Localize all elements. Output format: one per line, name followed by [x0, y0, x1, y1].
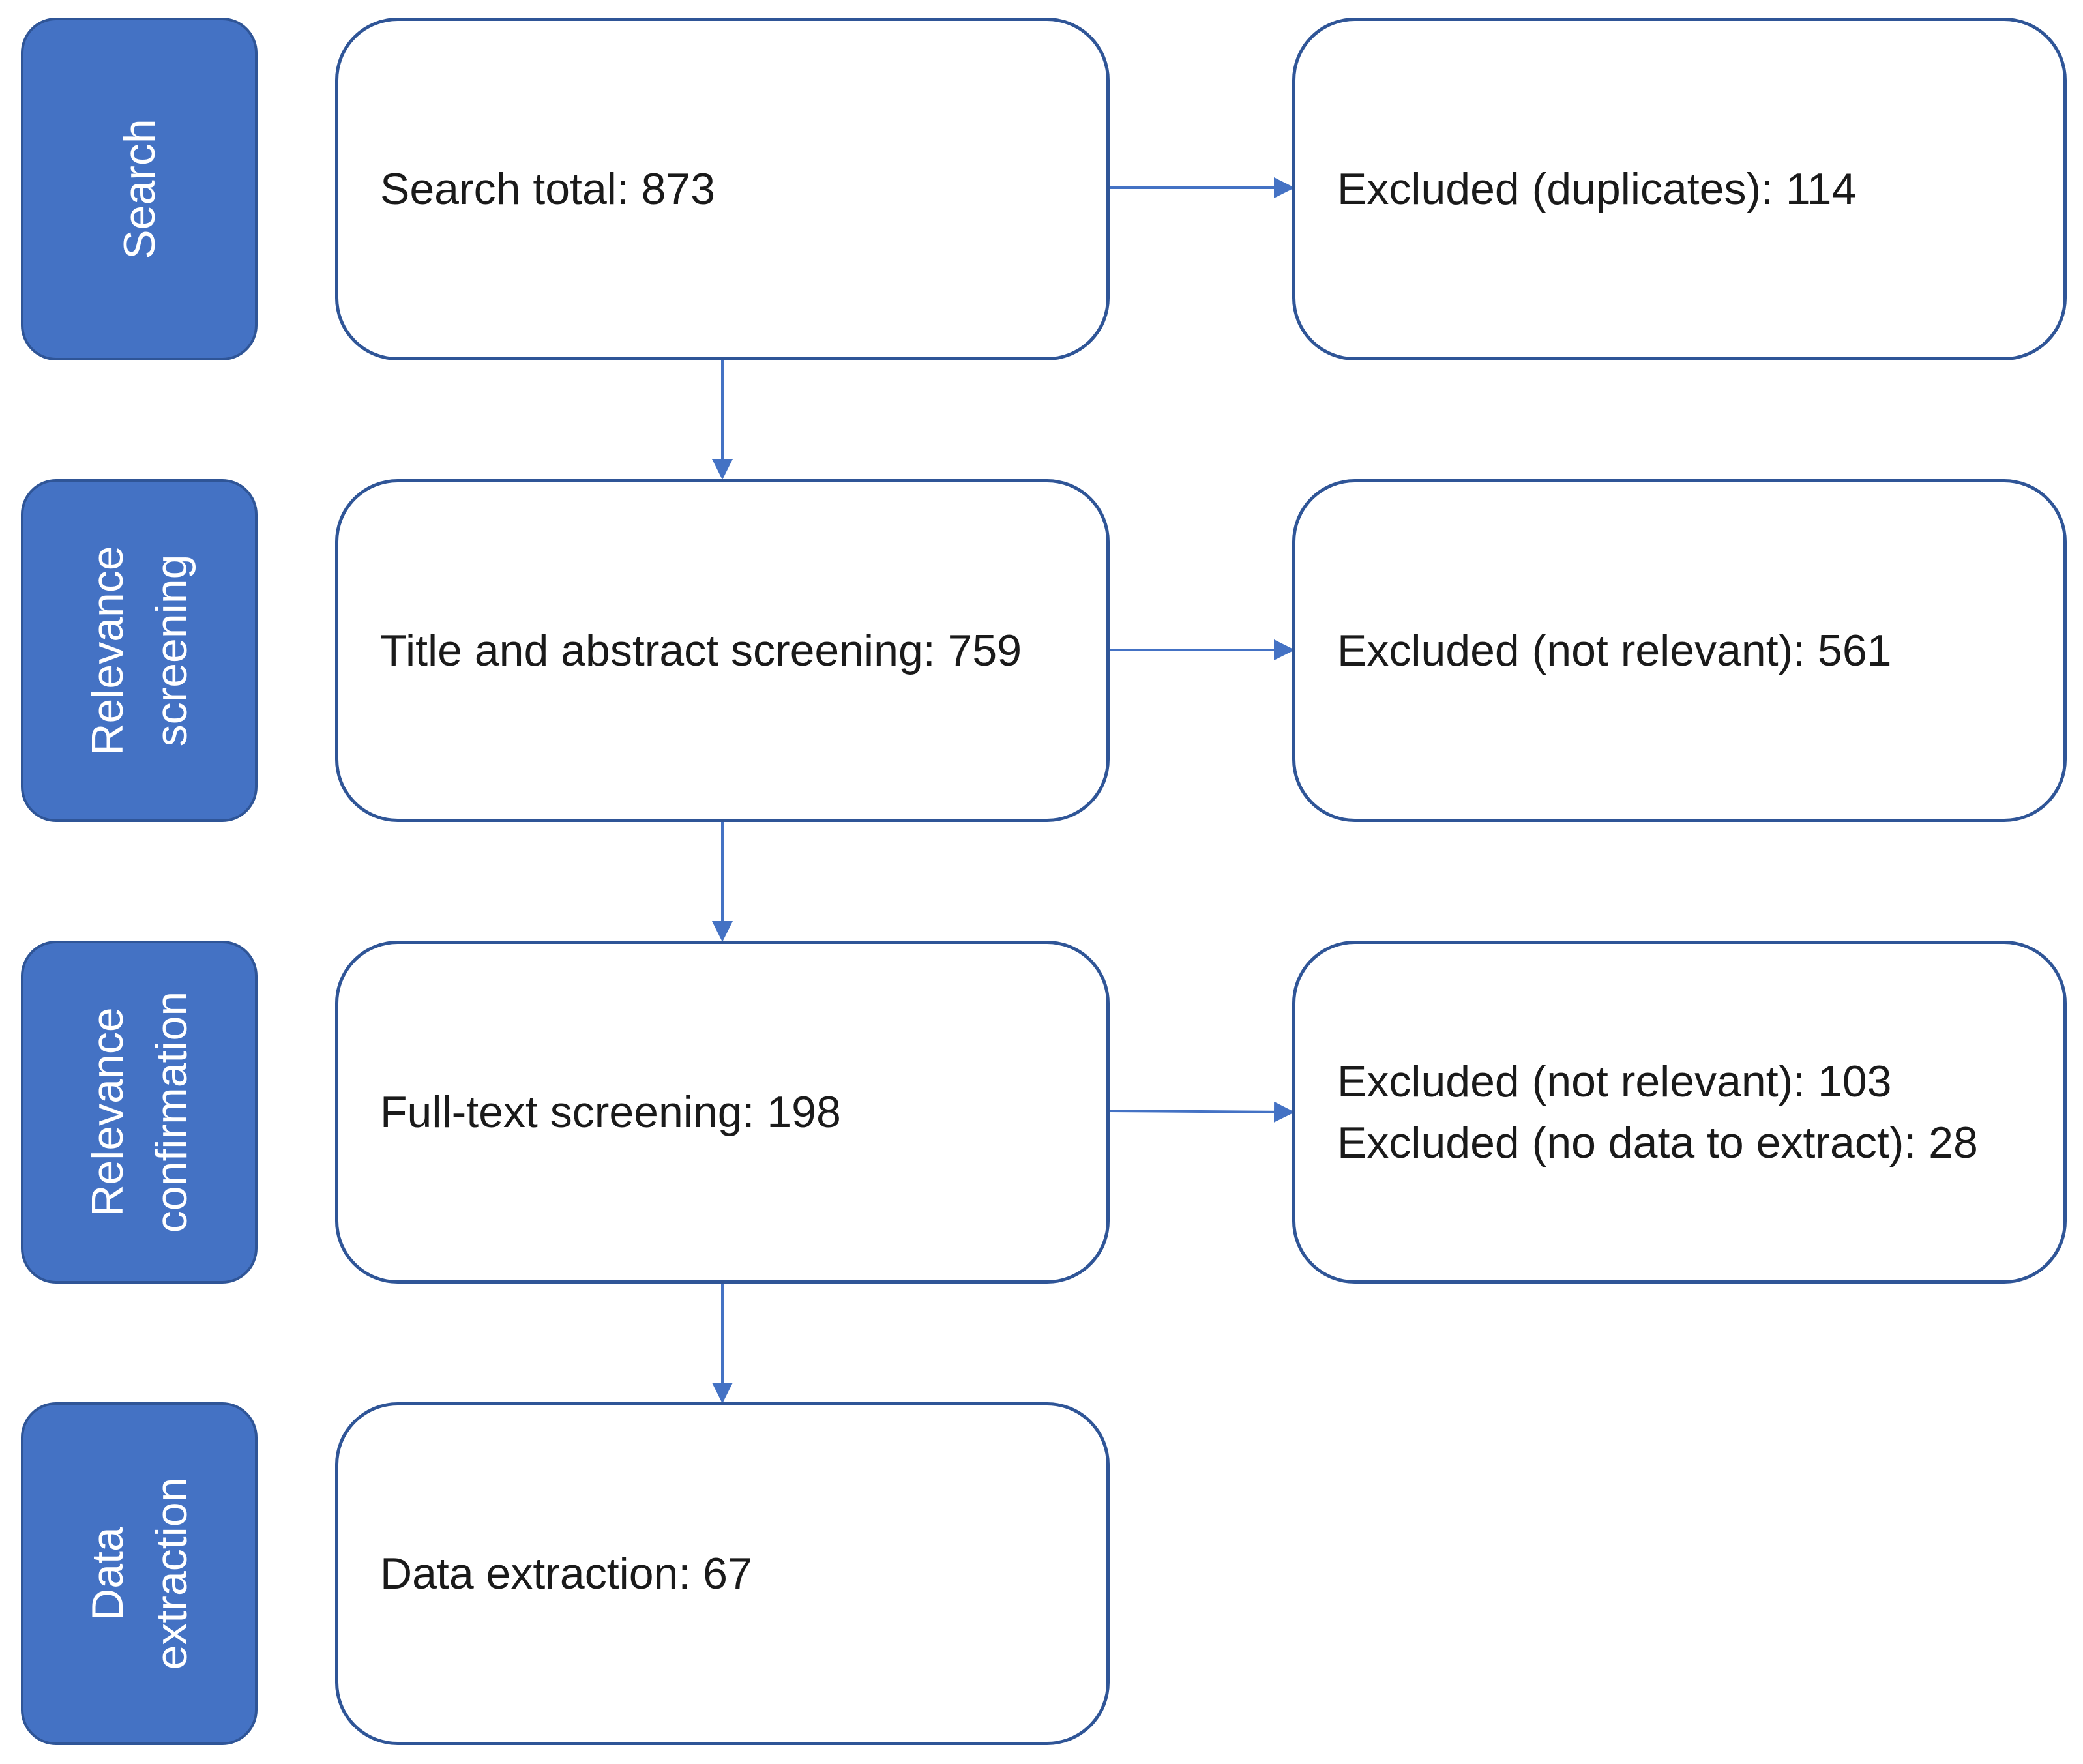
box-text: Excluded (not relevant): 103 — [1337, 1057, 1892, 1106]
box-text: Search total: 873 — [380, 164, 716, 214]
main-box-data-extraction: Data extraction: 67 — [335, 1402, 1110, 1745]
stage-label-line: Data — [82, 1527, 132, 1621]
excluded-box-not-relevant: Excluded (not relevant): 561 — [1292, 479, 2067, 822]
stage-label-text: Data extraction — [76, 1478, 203, 1670]
stage-label-data-extraction: Data extraction — [21, 1402, 258, 1745]
main-box-title-abstract-screening: Title and abstract screening: 759 — [335, 479, 1110, 822]
stage-label-text: Relevance screening — [76, 546, 203, 755]
stage-label-text: Search — [108, 119, 171, 259]
stage-label-relevance-confirmation: Relevance confirmation — [21, 941, 258, 1284]
box-text: Excluded (duplicates): 114 — [1337, 164, 1857, 214]
stage-label-text: Relevance confirmation — [76, 992, 203, 1233]
stage-label-line: extraction — [146, 1477, 196, 1670]
main-box-search-total: Search total: 873 — [335, 18, 1110, 360]
excluded-box-full-text: Excluded (not relevant): 103 Excluded (n… — [1292, 941, 2067, 1284]
excluded-box-duplicates: Excluded (duplicates): 114 — [1292, 18, 2067, 360]
stage-label-line: Relevance — [82, 546, 132, 756]
stage-label-relevance-screening: Relevance screening — [21, 479, 258, 822]
stage-label-line: Relevance — [82, 1007, 132, 1217]
box-text: Title and abstract screening: 759 — [380, 626, 1022, 675]
box-text: Full-text screening: 198 — [380, 1087, 841, 1137]
stage-label-line: Search — [114, 119, 164, 259]
stage-label-search: Search — [21, 18, 258, 360]
stage-label-line: confirmation — [146, 991, 196, 1233]
box-text: Excluded (not relevant): 561 — [1337, 626, 1892, 675]
right-arrow-3 — [1108, 1101, 1295, 1123]
box-text: Data extraction: 67 — [380, 1549, 752, 1598]
stage-label-line: screening — [146, 554, 196, 747]
box-text: Excluded (no data to extract): 28 — [1337, 1118, 1978, 1168]
main-box-full-text-screening: Full-text screening: 198 — [335, 941, 1110, 1284]
